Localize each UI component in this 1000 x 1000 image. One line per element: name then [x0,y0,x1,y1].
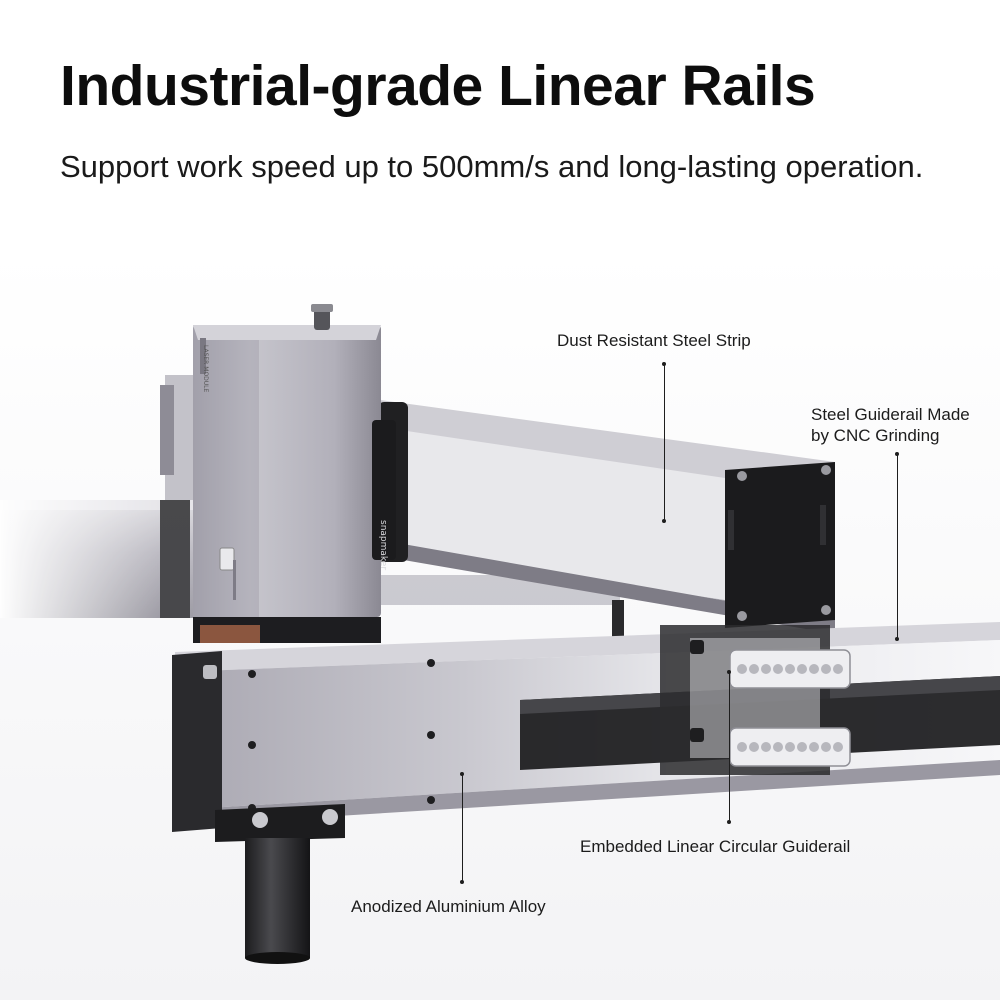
page-subtitle: Support work speed up to 500mm/s and lon… [60,149,924,184]
callout-embedded-end [727,820,731,824]
callout-dust-strip: Dust Resistant Steel Strip [557,331,751,350]
callout-aluminium-end [460,880,464,884]
callout-embedded-line [729,672,730,822]
callout-guiderail-line2: by CNC Grinding [811,426,940,446]
laser-head: LASER MODULE snapmaker [193,304,396,643]
callout-guiderail-end [895,637,899,641]
callout-guiderail-line [897,454,898,639]
svg-text:LASER MODULE: LASER MODULE [202,345,209,393]
callout-guiderail: Steel Guiderail Made by CNC Grinding [811,404,970,447]
brand-mark: snapmaker [378,520,388,570]
callout-dust-strip-end [662,519,666,523]
carriage [660,625,851,775]
page-title: Industrial-grade Linear Rails [60,54,816,118]
callout-aluminium: Anodized Aluminium Alloy [351,897,546,916]
callout-embedded: Embedded Linear Circular Guiderail [580,837,851,856]
arm-rail [378,400,835,640]
leg [215,804,345,964]
callout-dust-strip-line [664,364,665,522]
callout-aluminium-line [462,774,463,882]
callout-guiderail-line1: Steel Guiderail Made [811,405,970,424]
